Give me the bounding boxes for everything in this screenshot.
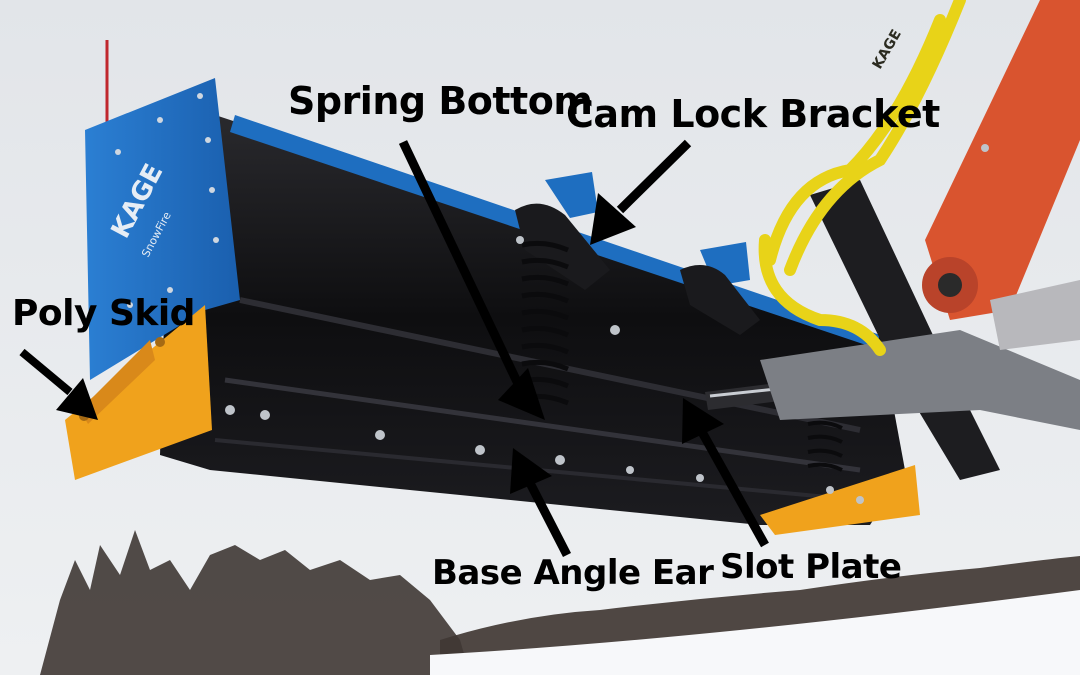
arrow-poly-skid-head <box>56 378 98 420</box>
loader-arm <box>925 0 1080 320</box>
arrow-base-angle-shaft <box>525 480 572 558</box>
arrow-poly-skid-shaft <box>19 348 73 396</box>
callout-arrows <box>19 139 769 558</box>
blue-fin-1 <box>545 172 598 218</box>
tree-line <box>440 556 1080 660</box>
arrow-base-angle-head <box>510 448 552 494</box>
poly-skid-right <box>760 465 920 535</box>
snow-field <box>430 590 1080 675</box>
arrow-slot-plate-shaft <box>698 429 769 548</box>
label-base-angle-ear: Base Angle Ear <box>432 553 714 593</box>
poly-skid-left <box>65 305 212 480</box>
arrow-cam-lock-head <box>590 193 636 245</box>
arrow-spring-bottom-shaft <box>398 140 525 390</box>
foreground-trees <box>40 530 470 675</box>
yellow-hoses <box>758 0 966 356</box>
arrow-slot-plate-head <box>682 398 724 444</box>
label-spring-bottom: Spring Bottom <box>288 79 593 123</box>
arrow-spring-bottom-head <box>498 368 545 420</box>
label-slot-plate: Slot Plate <box>720 547 902 587</box>
arrow-cam-lock-shaft <box>616 139 692 214</box>
left-side-plate <box>85 78 240 380</box>
label-poly-skid: Poly Skid <box>12 293 195 334</box>
spring-left <box>521 240 569 406</box>
label-cam-lock-bracket: Cam Lock Bracket <box>566 92 940 136</box>
